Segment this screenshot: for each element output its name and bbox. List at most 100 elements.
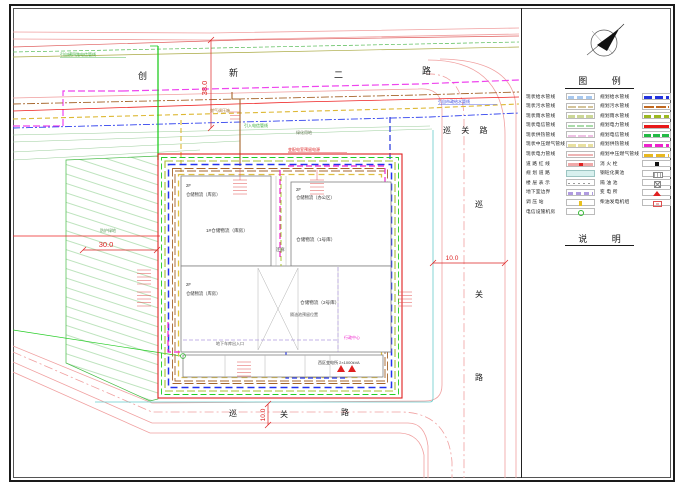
legend-column-planned: 规划给水管线 规划污水管线 规划雨水管线 规划电力管线 规划电信管线 规划供热管… [600,93,671,218]
legend-item-label: 变 电 所 [600,189,618,195]
legend-item: 隔 油 池 [600,179,671,188]
legend-item-swatch [642,121,671,129]
annex-strip [182,354,384,378]
legend-item-label: 调 压 站 [526,199,544,205]
annotation: 引入电信管线 [244,122,268,128]
legend-item: 规划电信管线 [600,131,671,139]
telecom-room-marker [180,353,186,359]
existing-utility-lines [13,35,519,403]
legend-item-swatch [642,198,671,207]
legend-item: 规划雨水管线 [600,112,671,120]
legend-item: 调 压 站 [526,198,595,206]
legend-item-label: 规 划 道 路 [526,170,551,176]
legend-item-swatch [566,121,595,129]
road-name-char: 创 [138,70,147,81]
legend-item-label: 现状电力管线 [526,151,556,157]
road-name-char: 新 [229,67,238,78]
annotation: 西区变电所 2×1000kVA [318,359,360,365]
legend-item: 规划污水管线 [600,102,671,110]
legend-item-label: 钢砼化粪池 [600,170,625,176]
legend-item-swatch [642,112,671,120]
annotation: 地下车库出入口 [216,340,244,346]
legend-item-label: 现状给水管线 [526,93,556,99]
legend-notes-panel: 图 例 现状给水管线 现状污水管线 现状雨水管线 现状电信管线 现状供 [521,8,673,478]
legend-item-label: 规划给水管线 [600,93,630,99]
legend-item-label: 规划供热管线 [600,141,630,147]
building3-floor: 2F [186,282,191,287]
legend-item-label: 道 路 红 线 [526,160,551,166]
legend-column-existing: 现状给水管线 现状污水管线 现状雨水管线 现状电信管线 现状供热管线 现状中压燃… [526,93,595,218]
legend-item-swatch [566,102,595,110]
legend-item-label: 规划电力管线 [600,122,630,128]
building2-floor: 2F [296,187,301,192]
legend-item-label: 现状污水管线 [526,103,556,109]
buildings [180,175,392,378]
legend-title: 图 例 [526,74,673,89]
legend-item-label: 楼 层 表 示 [526,179,551,185]
dimension-38 [207,36,215,132]
dim-right-road-width: 10.0 [446,255,459,262]
legend-item-label: 柴油发电机组 [600,199,630,205]
north-arrow-icon [586,23,624,57]
road-name-char: 二 [334,70,343,80]
building-1 [180,175,272,267]
road-name-char: 关 [475,289,483,299]
legend-item-label: 现状电信管线 [526,122,556,128]
annotation: 引自市政给水管线 [438,98,470,104]
dimension-10-right [429,259,509,267]
building3-use: 仓储物流（库房） [186,290,220,297]
road-name-char: 路 [341,407,349,417]
legend-item-label: 现状供热管线 [526,131,556,137]
legend-item-swatch [566,208,595,216]
legend-item: 消 火 栓 [600,160,671,168]
road-name-char: 路 [475,372,483,382]
drawing-frame-outer [9,4,675,482]
legend-item: 楼 层 表 示 [526,179,595,187]
building2-name: 仓储物流（1号库） [296,236,335,243]
legend-item-label: 现状雨水管线 [526,112,556,118]
dim-green-belt-width: 30.0 [99,240,114,249]
legend-item-swatch [566,112,595,120]
legend-item-swatch [566,140,595,148]
annotation: 防护绿地 [100,227,116,233]
legend-item: 电信设施机房 [526,208,595,216]
legend-item: 柴油发电机组 [600,198,671,207]
legend-item: 现状雨水管线 [526,112,595,120]
legend-item-label: 规划中压燃气管线 [600,151,640,157]
plan-annotations: 引自横四路电信管线 引自市政给水管线 引入电信管线 绿化用地 变配电室预留电源 … [60,51,497,365]
drawing-frame-inner [13,8,671,478]
north-arrow [526,10,673,72]
legend-item: 现状供热管线 [526,131,595,139]
building-labels: 2F 仓储物流（库房） 1#仓储物流（库房） 2F 仓储物流（办公区） 仓储物流… [186,183,339,306]
legend-item: 规划供热管线 [600,140,671,148]
site-plan-drawing: 38.0 30.0 10.0 10.0 创 新 二 路 巡 关 路 巡 关 路 … [13,27,519,478]
building-2 [290,181,392,267]
legend-item-swatch [566,160,595,168]
legend-item-label: 规划电信管线 [600,131,630,137]
annotation: 隔油池预留位置 [290,311,318,317]
annotation: 行政中心 [344,334,360,340]
legend-item-label: 规划污水管线 [600,103,630,109]
legend-item-swatch [642,131,671,139]
legend-item-swatch [642,150,671,158]
legend-item-swatch [642,179,671,188]
legend-item-swatch [566,188,595,196]
legend-item-swatch [642,188,671,196]
annotation: 绿化用地 [296,129,312,135]
legend-item-swatch [642,169,671,178]
roads [13,27,519,478]
road-name-char: 路 [422,65,431,76]
road-names: 创 新 二 路 巡 关 路 巡 关 路 巡 关 路 [138,65,487,419]
legend-item: 规划给水管线 [600,93,671,100]
legend-item-label: 现状中压燃气管线 [526,141,566,147]
road-name-char: 关 [280,409,288,419]
legend-item: 现状污水管线 [526,102,595,110]
legend: 现状给水管线 现状污水管线 现状雨水管线 现状电信管线 现状供热管线 现状中压燃… [526,93,673,218]
legend-item: 现状电力管线 [526,150,595,158]
legend-item: 现状电信管线 [526,121,595,129]
legend-item: 现状中压燃气管线 [526,140,595,148]
legend-item-swatch [566,198,595,206]
road-name-char: 巡 [229,408,237,418]
legend-item-swatch [566,179,595,187]
